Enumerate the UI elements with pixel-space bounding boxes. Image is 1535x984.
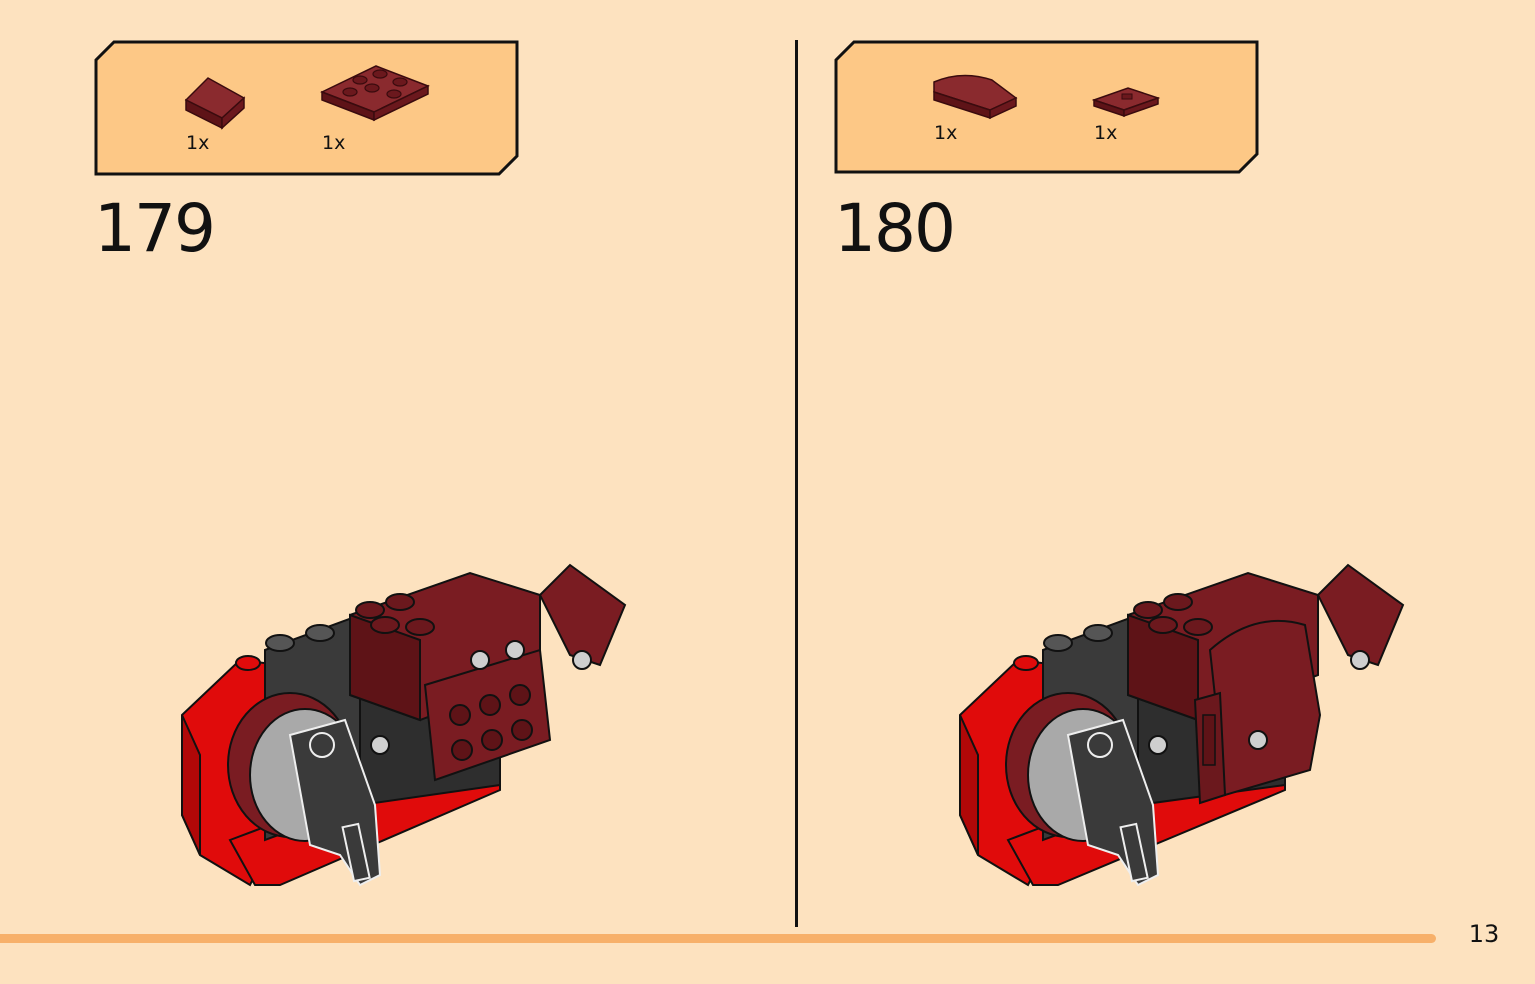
step-179: 1x 1x 179 <box>0 0 740 887</box>
model-illustration <box>959 563 1405 887</box>
part-qty: 1x <box>322 132 346 154</box>
model-illustration <box>181 563 627 887</box>
step-180: 1x 1x 180 <box>740 0 1480 887</box>
footer-bar <box>0 934 1436 943</box>
curved-slope-icon <box>933 74 1018 120</box>
plate-icon <box>320 65 430 122</box>
callout-frame <box>834 40 1259 174</box>
parts-callout: 1x 1x <box>94 40 519 176</box>
part-qty: 1x <box>1094 122 1118 144</box>
callout-frame <box>94 40 519 176</box>
step-number: 179 <box>94 190 216 267</box>
page-number: 13 <box>1468 920 1500 948</box>
step-divider <box>795 40 798 927</box>
slope-brick-icon <box>184 77 246 130</box>
tile-icon <box>1092 87 1160 118</box>
part-qty: 1x <box>934 122 958 144</box>
parts-callout: 1x 1x <box>834 40 1259 174</box>
part-qty: 1x <box>186 132 210 154</box>
step-number: 180 <box>834 190 956 267</box>
